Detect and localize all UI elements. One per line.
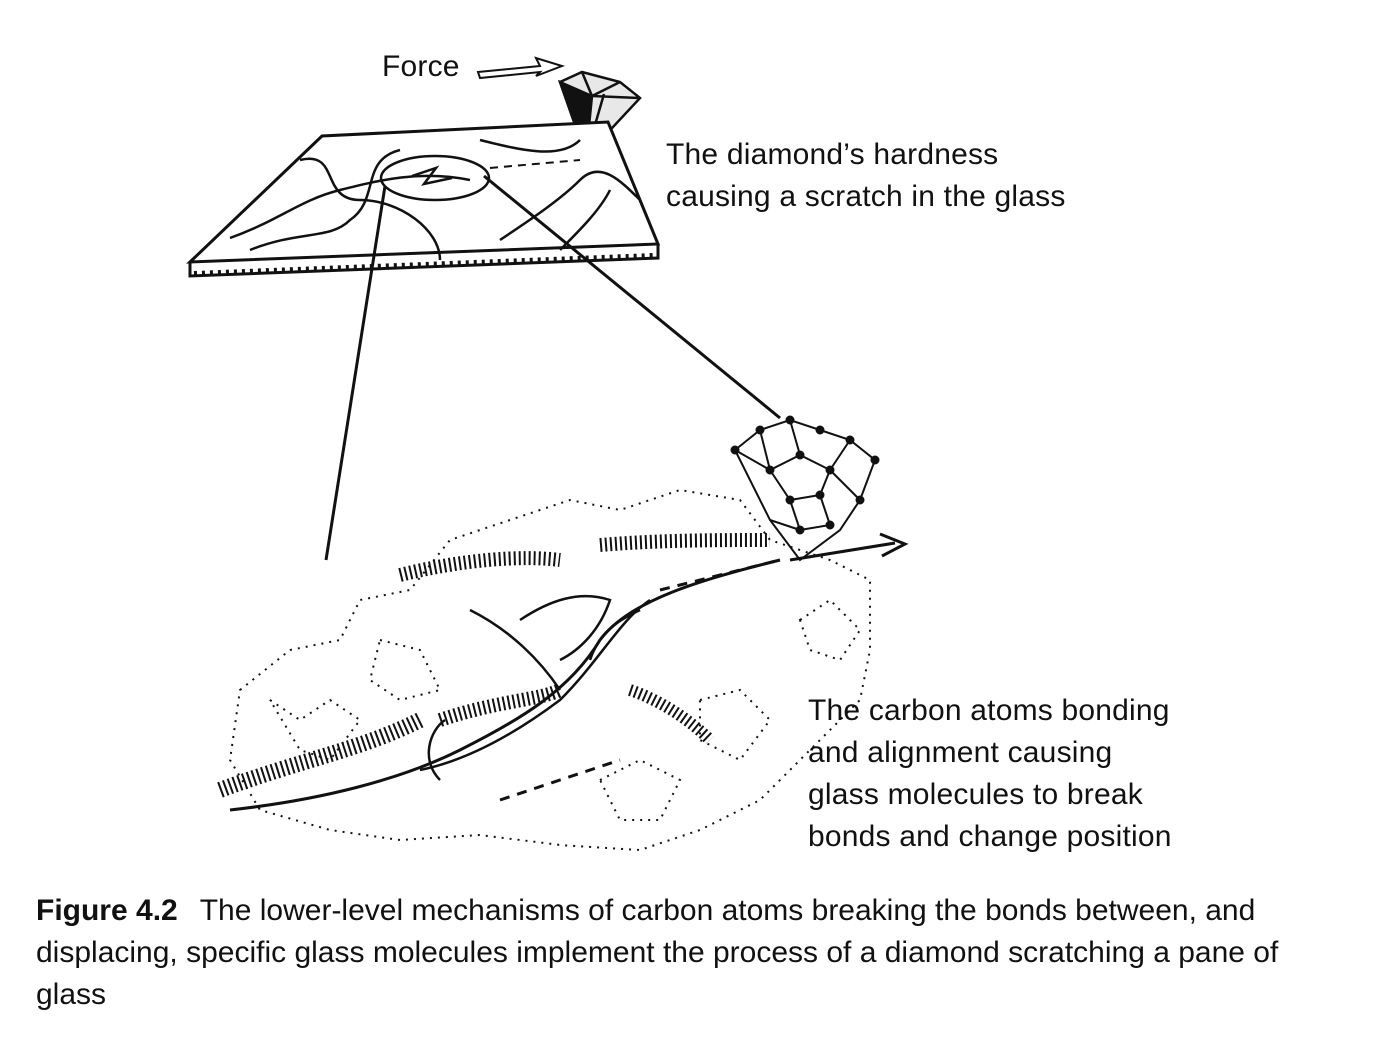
carbon-caption-line-1: The carbon atoms bonding [808,694,1170,727]
figure-number: Figure 4.2 [36,894,178,927]
carbon-caption-line-3: glass molecules to break [808,778,1143,811]
diamond-caption-line-1: The diamond’s hardness [666,138,999,171]
force-arrow [476,56,566,80]
force-label: Force [382,50,460,83]
carbon-caption-line-2: and alignment causing [808,736,1113,769]
carbon-atoms-caption: The carbon atoms bonding and alignment c… [808,690,1172,858]
carbon-lattice [730,415,880,562]
carbon-caption-line-4: bonds and change position [808,820,1172,853]
figure-caption-text: The lower-level mechanisms of carbon ato… [36,894,1279,1011]
diamond-caption-line-2: causing a scratch in the glass [666,180,1066,213]
glass-pane [186,120,661,278]
glass-molecules [217,488,909,852]
diamond-hardness-caption: The diamond’s hardness causing a scratch… [666,134,1066,218]
zoom-lines [324,174,781,561]
